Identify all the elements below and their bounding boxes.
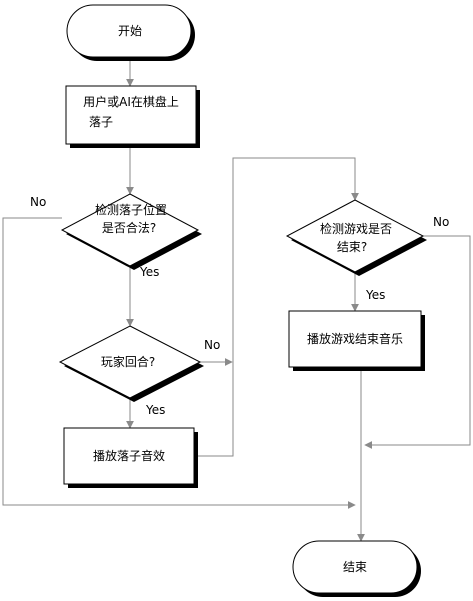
place-piece-label-line1: 用户或AI在棋盘上 <box>83 94 179 109</box>
place-piece-label-line2: 落子 <box>89 115 113 129</box>
edge-sound-to-check-gameover <box>197 157 359 457</box>
node-play-place-sound: 播放落子音效 <box>63 427 198 488</box>
play-place-sound-label: 播放落子音效 <box>93 448 165 463</box>
node-end: 结束 <box>292 540 421 597</box>
label-turn-yes: Yes <box>145 403 165 417</box>
label-gameover-yes: Yes <box>365 288 385 302</box>
node-start: 开始 <box>66 4 195 61</box>
node-check-legal: 检测落子位置 是否合法? <box>60 193 202 270</box>
node-play-end-music: 播放游戏结束音乐 <box>288 310 425 371</box>
check-game-over-label-line2: 结束? <box>337 240 367 254</box>
node-place-piece: 用户或AI在棋盘上 落子 <box>65 85 200 148</box>
check-game-over-label-line1: 检测游戏是否 <box>320 221 392 236</box>
label-legal-no: No <box>30 195 46 209</box>
node-check-game-over: 检测游戏是否 结束? <box>285 199 427 276</box>
player-turn-label: 玩家回合? <box>101 354 155 369</box>
label-gameover-no: No <box>433 215 449 229</box>
edge-legal-no-to-end-merge <box>2 217 356 509</box>
edge-labels: No Yes No Yes No Yes <box>30 195 449 417</box>
play-end-music-label: 播放游戏结束音乐 <box>307 331 403 346</box>
label-turn-no: No <box>204 338 220 352</box>
node-player-turn: 玩家回合? <box>58 325 204 402</box>
label-legal-yes: Yes <box>139 265 159 279</box>
check-legal-label-line2: 是否合法? <box>102 220 156 235</box>
edge-gameover-no-to-merge <box>364 235 471 449</box>
end-label: 结束 <box>343 560 367 574</box>
start-label: 开始 <box>118 24 142 38</box>
connectors <box>2 58 471 542</box>
check-legal-label-line1: 检测落子位置 <box>95 202 167 217</box>
